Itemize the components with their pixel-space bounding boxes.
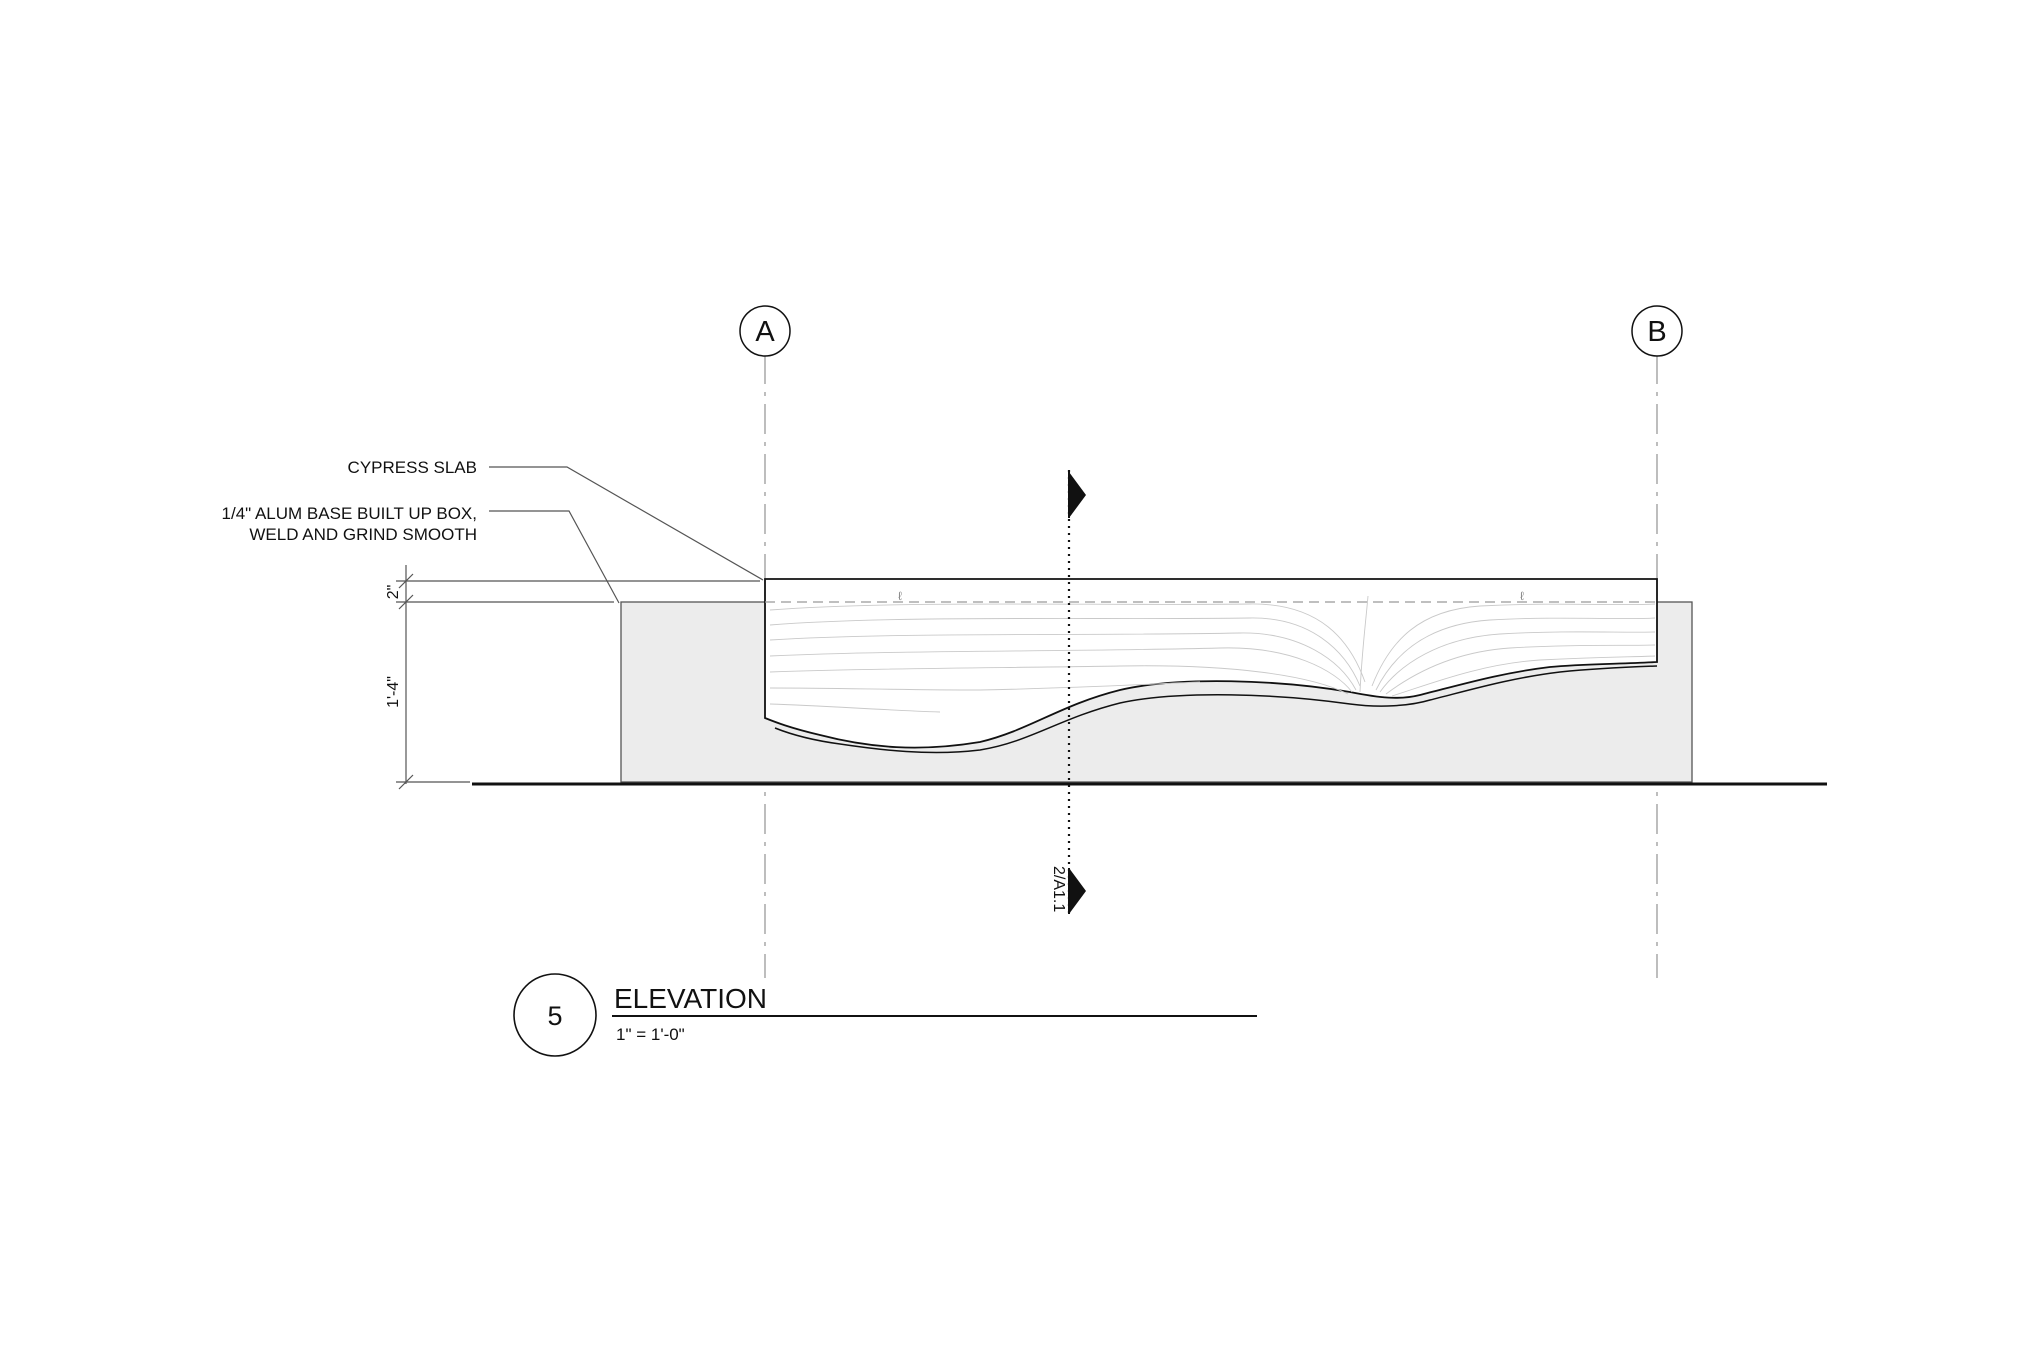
drawing-scale: 1" = 1'-0" — [616, 1025, 685, 1044]
gridline-a-label: A — [755, 316, 775, 348]
gridline-b-bubble — [1631, 305, 1683, 357]
annotation-alum-base: 1/4" ALUM BASE BUILT UP BOX, WELD AND GR… — [222, 504, 620, 604]
annotation-alum-base-line2: WELD AND GRIND SMOOTH — [249, 525, 477, 544]
leader-alum-base — [489, 510, 620, 604]
dimension-base-height: 1'-4" — [385, 676, 402, 708]
annotation-cypress-slab-text: CYPRESS SLAB — [348, 458, 477, 477]
annotation-alum-base-line1: 1/4" ALUM BASE BUILT UP BOX, — [222, 504, 477, 523]
cypress-slab: ℓ ℓ — [764, 578, 1658, 754]
section-arrow-bottom — [1069, 868, 1086, 914]
wood-grain — [769, 595, 1656, 713]
dimension-string — [396, 565, 760, 790]
centerline-mark-left: ℓ — [898, 589, 902, 603]
section-arrow-top — [1069, 472, 1086, 518]
title-block: 5 ELEVATION 1" = 1'-0" — [513, 973, 1257, 1057]
annotation-cypress-slab: CYPRESS SLAB — [348, 458, 764, 581]
drawing-number-bubble — [513, 973, 597, 1057]
drawing-title: ELEVATION — [614, 983, 767, 1014]
section-cut: 2/A1.1 — [1050, 470, 1086, 915]
drawing-number: 5 — [547, 1001, 562, 1031]
section-reference: 2/A1.1 — [1050, 866, 1067, 912]
slab-bottom-edge — [774, 665, 1658, 754]
centerline-mark-right: ℓ — [1520, 589, 1524, 603]
dimension-slab-thickness: 2" — [385, 585, 402, 600]
leader-cypress-slab — [489, 466, 764, 581]
gridline-b-label: B — [1647, 316, 1666, 348]
gridline-a-bubble — [739, 305, 791, 357]
